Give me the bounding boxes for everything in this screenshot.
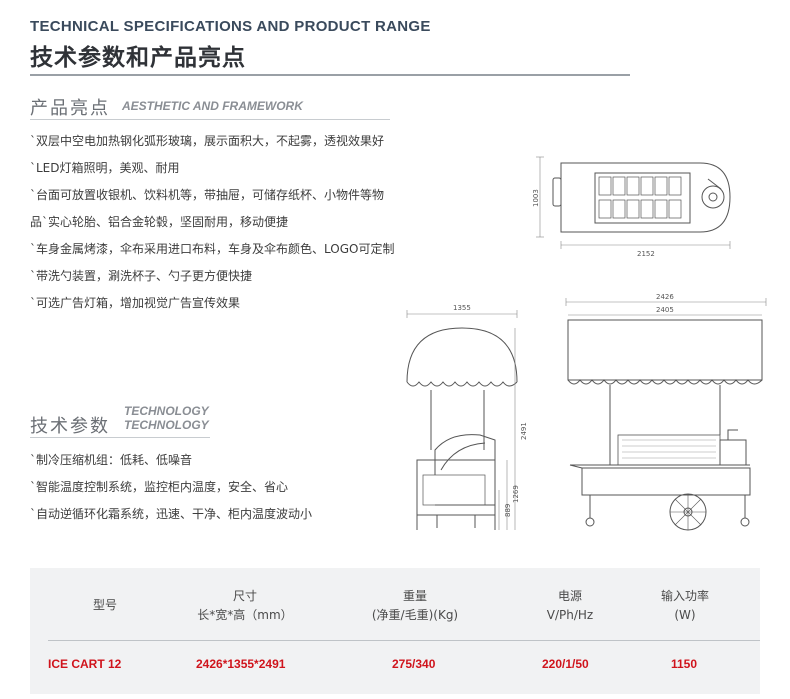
highlights-divider — [30, 119, 390, 120]
spec-table — [30, 568, 760, 694]
table-cell-size: 2426*1355*2491 — [196, 657, 286, 671]
table-header-size: 尺寸长*宽*高（mm） — [197, 589, 293, 622]
side-view-drawing: 2426 2405 — [565, 293, 767, 531]
front-dim-counter: 1269 — [512, 485, 520, 503]
highlight-item: `台面可放置收银机、饮料机等，带抽屉，可储存纸杯、小物件等物 — [30, 188, 385, 202]
table-divider — [48, 640, 760, 641]
page-title-cn: 技术参数和产品亮点 — [30, 45, 246, 71]
table-header-weight: 重量(净重/毛重)(Kg) — [371, 589, 459, 622]
technology-title-en-1: TECHNOLOGY — [124, 404, 209, 418]
technology-title-en-2: TECHNOLOGY — [124, 418, 209, 432]
front-view-drawing: 1355 2491 1269 889 — [406, 304, 528, 530]
table-cell-input-power: 1150 — [671, 657, 698, 671]
top-dim-length: 2152 — [637, 250, 655, 258]
table-cell-power-supply: 220/1/50 — [542, 657, 589, 671]
technology-item: `自动逆循环化霜系统，迅速、干净、柜内温度波动小 — [30, 507, 313, 521]
header-divider — [30, 74, 630, 76]
side-dim-total: 2426 — [656, 293, 674, 301]
highlights-title-en: AESTHETIC AND FRAMEWORK — [122, 99, 303, 113]
table-header-model: 型号 — [92, 598, 117, 612]
highlight-item: `双层中空电加热钢化弧形玻璃，展示面积大，不起雾，透视效果好 — [30, 134, 385, 148]
technology-item: `制冷压缩机组：低耗、低噪音 — [30, 453, 193, 467]
technology-title-cn: 技术参数 — [30, 416, 110, 437]
highlights-title-cn: 产品亮点 — [30, 98, 110, 119]
technology-divider — [30, 437, 210, 438]
technology-item: `智能温度控制系统，监控柜内温度，安全、省心 — [30, 480, 289, 494]
table-cell-model: ICE CART 12 — [48, 657, 122, 671]
table-header-input-power: 输入功率(W) — [660, 589, 709, 622]
side-dim-inner: 2405 — [656, 306, 674, 314]
front-dim-width: 1355 — [453, 304, 471, 312]
highlight-item: `带洗勺装置，涮洗杯子、勺子更方便快捷 — [30, 269, 253, 283]
table-cell-weight: 275/340 — [392, 657, 436, 671]
front-dim-height: 2491 — [520, 422, 528, 440]
highlight-item: `LED灯箱照明，美观、耐用 — [30, 161, 180, 175]
front-dim-base: 889 — [504, 504, 512, 517]
page-title-en: TECHNICAL SPECIFICATIONS AND PRODUCT RAN… — [30, 18, 431, 35]
top-dim-depth: 1003 — [532, 189, 540, 207]
highlight-item: `车身金属烤漆，伞布采用进口布料，车身及伞布颜色、LOGO可定制 — [30, 242, 395, 256]
highlight-item: `可选广告灯箱，增加视觉广告宣传效果 — [30, 296, 241, 310]
highlight-item: 品`实心轮胎、铝合金轮毂，坚固耐用，移动便捷 — [30, 215, 289, 229]
top-view-drawing: 1003 2152 — [532, 156, 731, 258]
